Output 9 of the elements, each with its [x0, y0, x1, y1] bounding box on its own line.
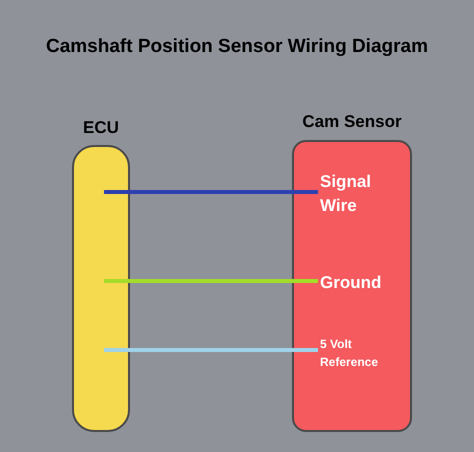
terminal-label: 5 Volt Reference: [320, 335, 396, 371]
wire: [104, 190, 318, 194]
ecu-label: ECU: [83, 117, 119, 139]
title: Camshaft Position Sensor Wiring Diagram: [44, 35, 429, 59]
terminal-label: Ground: [320, 272, 400, 294]
wire: [104, 279, 318, 283]
sensor-label: Cam Sensor: [302, 111, 402, 133]
terminal-label: Signal Wire: [320, 170, 400, 218]
wire: [104, 348, 318, 352]
